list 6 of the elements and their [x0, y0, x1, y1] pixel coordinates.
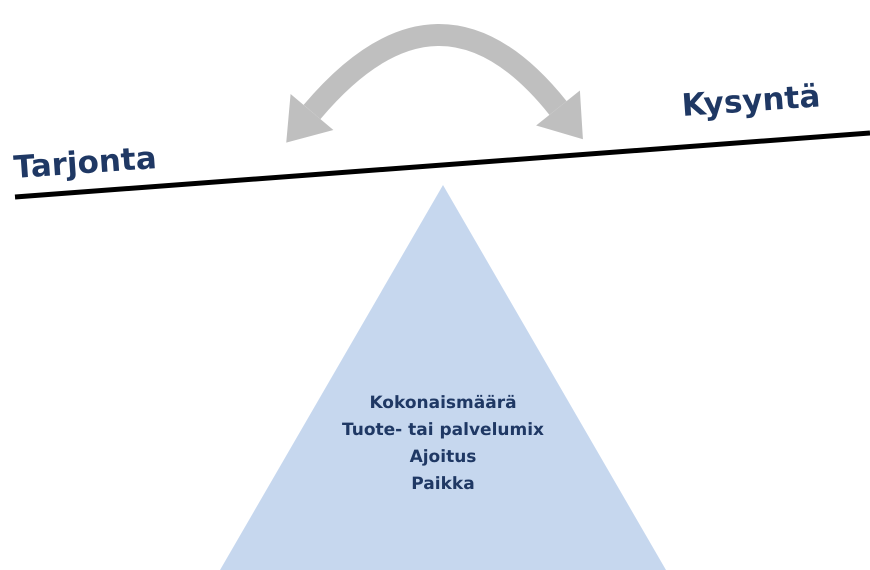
list-text: Kokonaismäärä	[369, 392, 517, 415]
heading-text: Tarjonta	[12, 140, 158, 186]
heading-text: Kysyntä	[680, 78, 822, 124]
list-text: Paikka	[411, 473, 475, 496]
list-text: Tuote- tai palvelumix	[342, 419, 544, 442]
list-text: Ajoitus	[410, 446, 476, 469]
